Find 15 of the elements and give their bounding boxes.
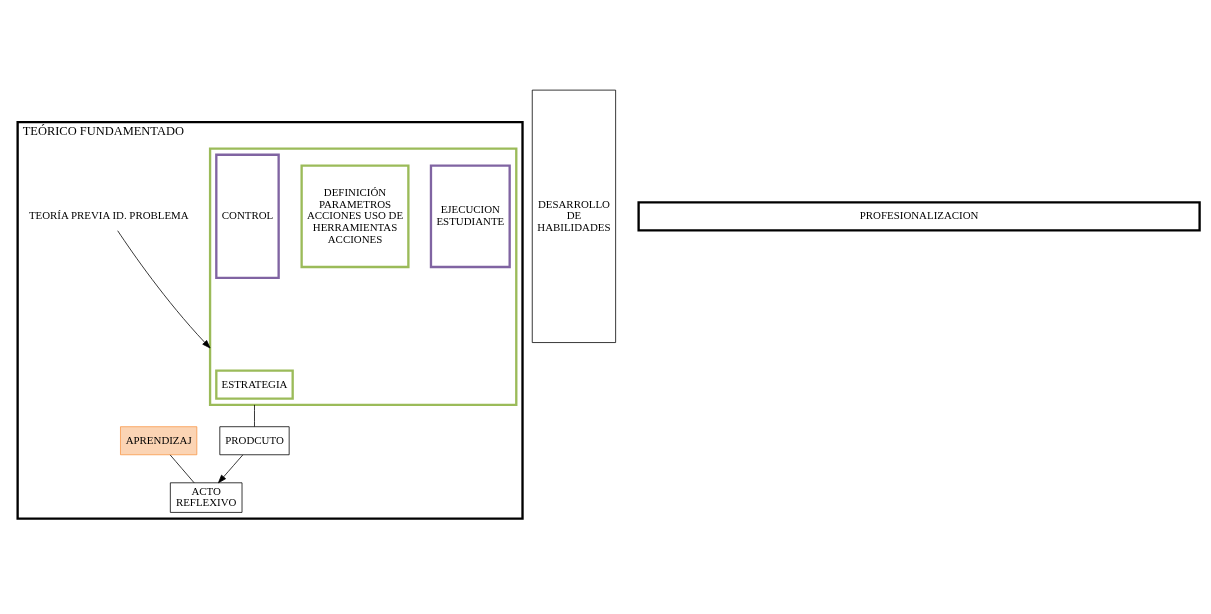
node-box: ACTO REFLEXIVO (169, 481, 243, 513)
arrow (218, 454, 244, 483)
cluster (208, 146, 518, 406)
node-box: PRODCUTO (219, 425, 290, 455)
node-box: DEFINICIÓN PARAMETROS ACCIONES USO DE HERRAMIENTAS ACCIONES (300, 164, 410, 268)
node-box: EJECUCION ESTUDIANTE (429, 164, 511, 268)
node-box: APRENDIZAJ (120, 425, 198, 455)
node-box: DESARROLLO DE HABILIDADES (531, 89, 616, 343)
connector (169, 454, 195, 483)
node-text: TEORÍA PREVIA ID. PROBLEMA (28, 208, 189, 221)
node-box: PROFESIONALIZACION (637, 200, 1201, 232)
connector (254, 404, 255, 427)
node-box: ESTRATEGIA (215, 368, 294, 400)
node-box: CONTROL (215, 153, 280, 279)
arrow (117, 229, 211, 348)
